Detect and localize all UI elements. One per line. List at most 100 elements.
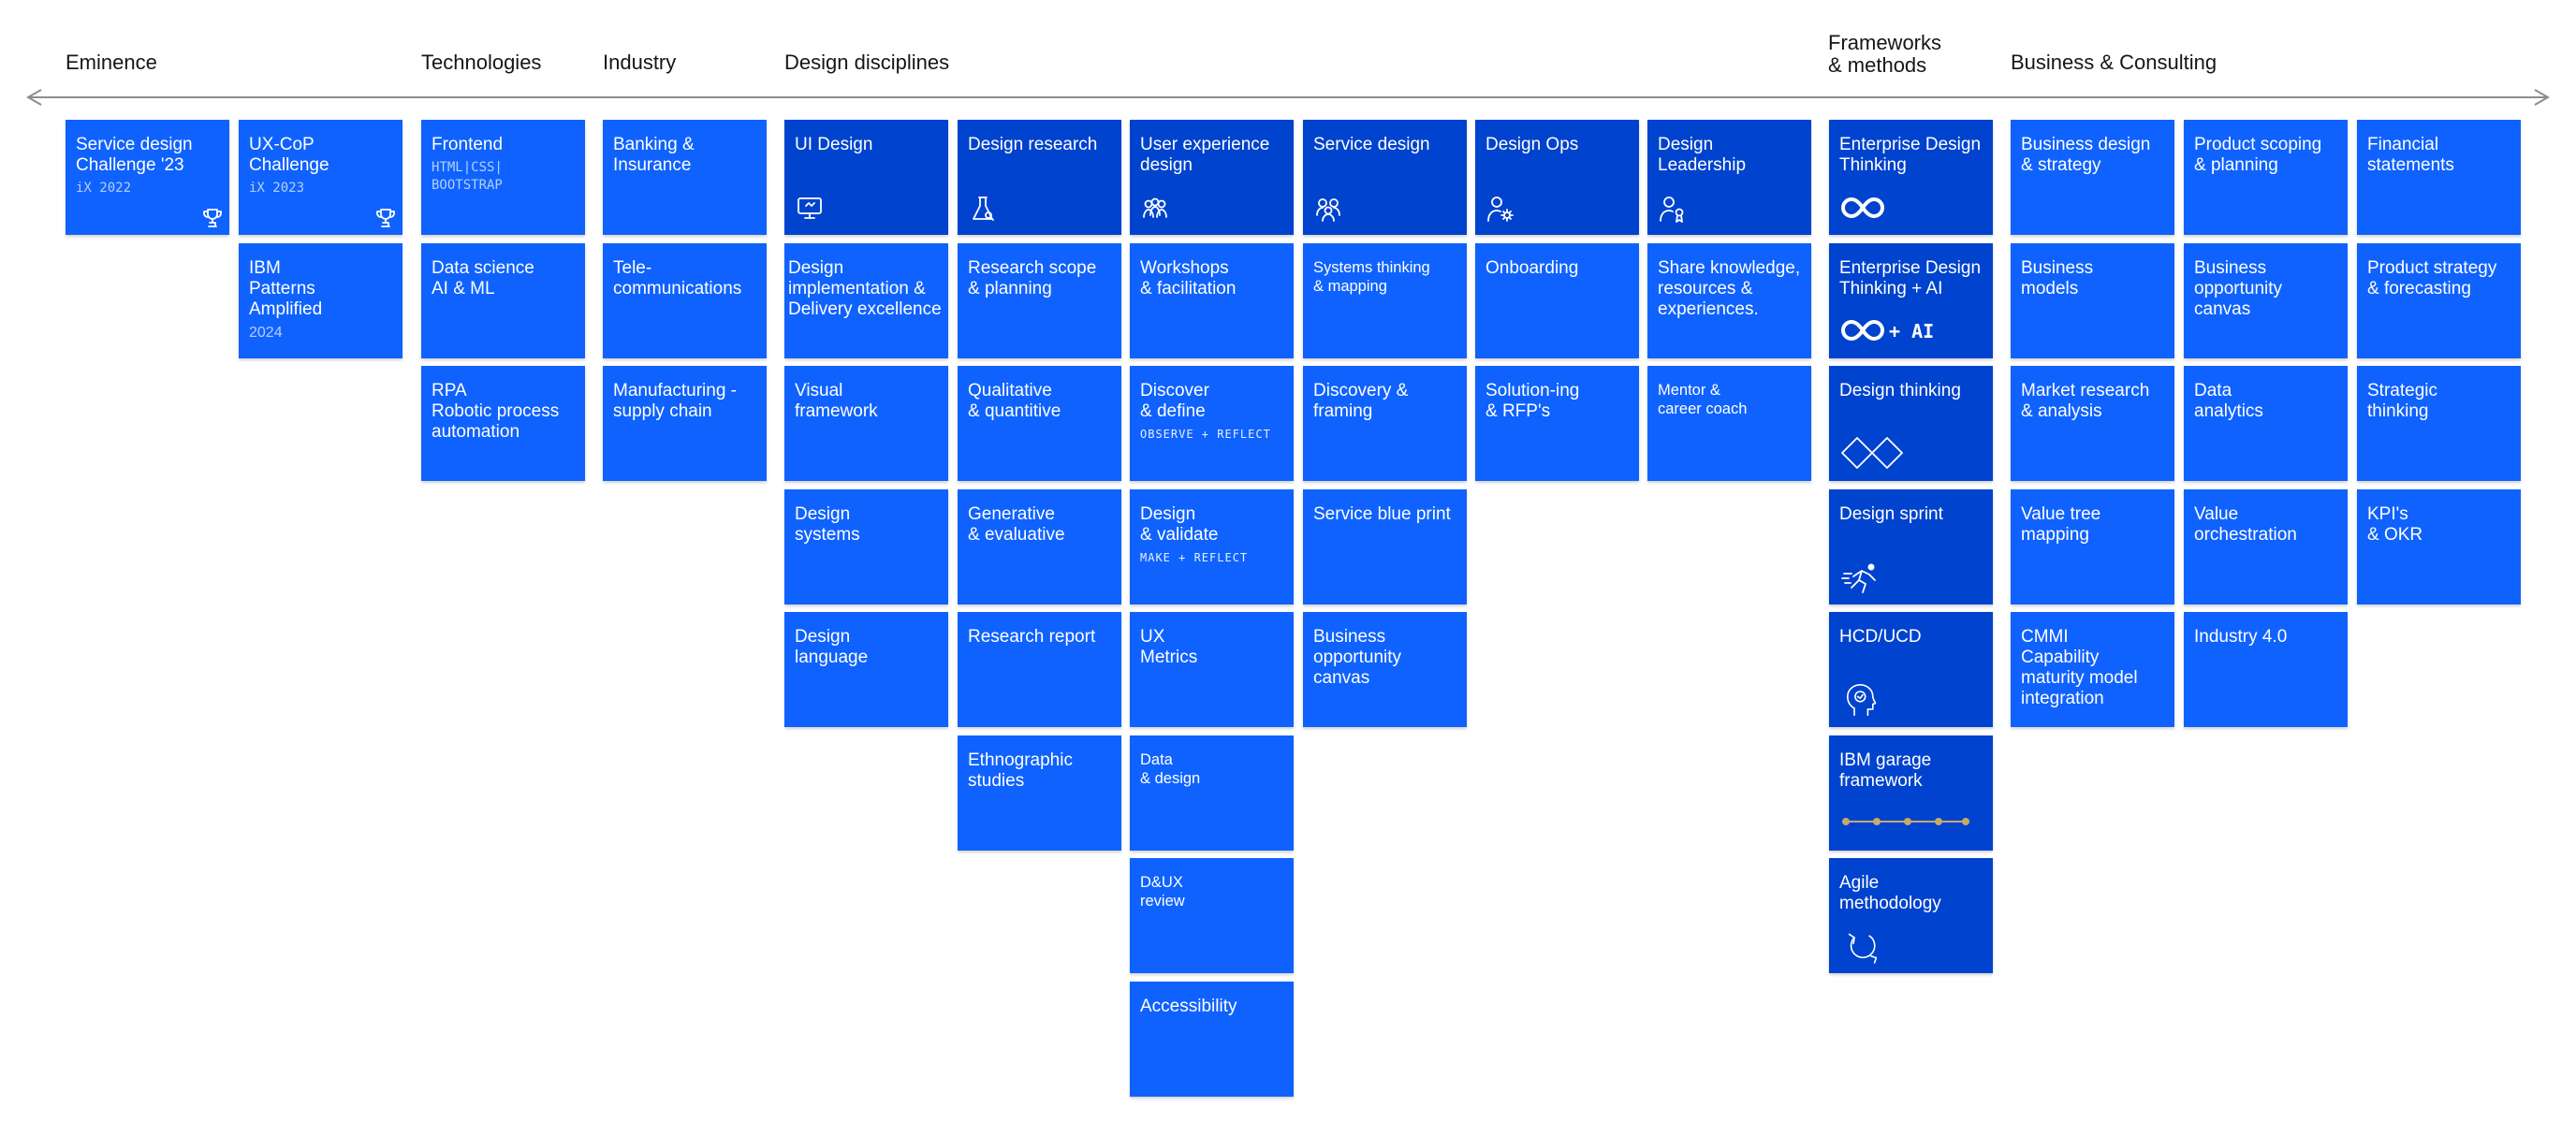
capability-tile[interactable]: Value orchestration bbox=[2184, 489, 2348, 604]
capability-tile[interactable]: Enterprise Design Thinking + AI+ AI bbox=[1829, 243, 1993, 358]
capability-tile[interactable]: Ethnographic studies bbox=[958, 735, 1121, 851]
tile-label: UX-CoP Challenge bbox=[249, 135, 329, 175]
capability-tile[interactable]: Enterprise Design Thinking bbox=[1829, 120, 1993, 235]
tile-label: Systems thinking & mapping bbox=[1313, 259, 1430, 295]
capability-tile[interactable]: Industry 4.0 bbox=[2184, 612, 2348, 727]
capability-tile[interactable]: D&UX review bbox=[1130, 858, 1294, 973]
capability-tile[interactable]: Systems thinking & mapping bbox=[1303, 243, 1467, 358]
tile-label: Research report bbox=[968, 627, 1096, 647]
capability-tile[interactable]: Service blue print bbox=[1303, 489, 1467, 604]
capability-tile[interactable]: CMMI Capability maturity model integrati… bbox=[2011, 612, 2174, 727]
capability-tile[interactable]: RPA Robotic process automation bbox=[421, 366, 585, 481]
capability-tile[interactable]: Design sprint bbox=[1829, 489, 1993, 604]
infinity-icon bbox=[1840, 191, 1885, 225]
capability-tile[interactable]: Tele- communications bbox=[603, 243, 767, 358]
capability-tile[interactable]: Data analytics bbox=[2184, 366, 2348, 481]
capability-tile[interactable]: Design Leadership bbox=[1647, 120, 1811, 235]
capability-tile[interactable]: UI Design bbox=[784, 120, 948, 235]
capability-tile[interactable]: Solution-ing & RFP's bbox=[1475, 366, 1639, 481]
cycle-icon bbox=[1840, 929, 1885, 964]
capability-tile[interactable]: IBM garage framework bbox=[1829, 735, 1993, 851]
capability-tile[interactable]: Onboarding bbox=[1475, 243, 1639, 358]
capability-tile[interactable]: Banking & Insurance bbox=[603, 120, 767, 235]
tile-label: Banking & Insurance bbox=[613, 135, 695, 175]
tile-label: Product strategy & forecasting bbox=[2367, 258, 2497, 298]
capability-tile[interactable]: Value tree mapping bbox=[2011, 489, 2174, 604]
capability-tile[interactable]: Financial statements bbox=[2357, 120, 2521, 235]
tile-label: Accessibility bbox=[1140, 997, 1237, 1016]
tile-label: Manufacturing - supply chain bbox=[613, 381, 738, 421]
capability-tile[interactable]: Business opportunity canvas bbox=[1303, 612, 1467, 727]
sprint-icon bbox=[1840, 560, 1885, 594]
capability-tile[interactable]: Visual framework bbox=[784, 366, 948, 481]
capability-tile[interactable]: Generative & evaluative bbox=[958, 489, 1121, 604]
tile-label: Value tree mapping bbox=[2021, 504, 2101, 545]
tile-label: Service design bbox=[1313, 135, 1430, 154]
timeline-icon bbox=[1840, 812, 1971, 831]
capability-tile[interactable]: Product strategy & forecasting bbox=[2357, 243, 2521, 358]
header-eminence: Eminence bbox=[66, 51, 157, 74]
capability-tile[interactable]: Share knowledge, resources & experiences… bbox=[1647, 243, 1811, 358]
tile-label: Design implementation & Delivery excelle… bbox=[788, 258, 942, 319]
tile-sublabel: iX 2022 bbox=[76, 181, 132, 196]
capability-tile[interactable]: Service design bbox=[1303, 120, 1467, 235]
capability-tile[interactable]: Product scoping & planning bbox=[2184, 120, 2348, 235]
capability-tile[interactable]: Agile methodology bbox=[1829, 858, 1993, 973]
capability-tile[interactable]: Accessibility bbox=[1130, 982, 1294, 1097]
tile-label: Business opportunity canvas bbox=[2194, 258, 2283, 319]
tile-label: Data & design bbox=[1140, 751, 1201, 787]
tile-label: KPI's & OKR bbox=[2367, 504, 2423, 545]
tile-label: Service blue print bbox=[1313, 504, 1451, 524]
capability-tile[interactable]: Qualitative & quantitive bbox=[958, 366, 1121, 481]
capability-tile[interactable]: Research scope & planning bbox=[958, 243, 1121, 358]
tile-label: Data science AI & ML bbox=[432, 258, 534, 298]
capability-tile[interactable]: Data & design bbox=[1130, 735, 1294, 851]
capability-tile[interactable]: Design language bbox=[784, 612, 948, 727]
tile-label: Market research & analysis bbox=[2021, 381, 2150, 421]
capability-tile[interactable]: Research report bbox=[958, 612, 1121, 727]
header-industry: Industry bbox=[603, 51, 677, 74]
tile-sublabel: HTML|CSS| BOOTSTRAP bbox=[432, 160, 503, 193]
capability-tile[interactable]: Design Ops bbox=[1475, 120, 1639, 235]
capability-tile[interactable]: KPI's & OKR bbox=[2357, 489, 2521, 604]
capability-tile[interactable]: Manufacturing - supply chain bbox=[603, 366, 767, 481]
capability-tile[interactable]: Design thinking bbox=[1829, 366, 1993, 481]
header-frameworks: Frameworks & methods bbox=[1828, 31, 1942, 77]
capability-tile[interactable]: Design implementation & Delivery excelle… bbox=[784, 243, 948, 358]
tile-label: Business opportunity canvas bbox=[1313, 627, 1402, 688]
tile-label: Design & validate bbox=[1140, 504, 1219, 545]
flask-icon bbox=[969, 195, 997, 223]
capability-tile[interactable]: Design research bbox=[958, 120, 1121, 235]
tile-label: D&UX review bbox=[1140, 874, 1185, 910]
capability-tile[interactable]: Strategic thinking bbox=[2357, 366, 2521, 481]
tile-label: Product scoping & planning bbox=[2194, 135, 2322, 175]
tile-label: Design thinking bbox=[1839, 381, 1961, 400]
tile-label: CMMI Capability maturity model integrati… bbox=[2021, 627, 2138, 708]
capability-tile[interactable]: Workshops & facilitation bbox=[1130, 243, 1294, 358]
diamonds-icon bbox=[1840, 434, 1934, 472]
capability-tile[interactable]: UX Metrics bbox=[1130, 612, 1294, 727]
capability-tile[interactable]: Design systems bbox=[784, 489, 948, 604]
header-business-consulting: Business & Consulting bbox=[2011, 51, 2217, 74]
capability-tile[interactable]: Business opportunity canvas bbox=[2184, 243, 2348, 358]
capability-tile[interactable]: HCD/UCD bbox=[1829, 612, 1993, 727]
tile-label: Onboarding bbox=[1486, 258, 1579, 278]
capability-tile[interactable]: Business models bbox=[2011, 243, 2174, 358]
capability-tile[interactable]: Market research & analysis bbox=[2011, 366, 2174, 481]
tile-label: Design research bbox=[968, 135, 1098, 154]
capability-tile[interactable]: Discovery & framing bbox=[1303, 366, 1467, 481]
head-icon bbox=[1840, 683, 1885, 717]
capability-tile[interactable]: Business design & strategy bbox=[2011, 120, 2174, 235]
tile-label: Value orchestration bbox=[2194, 504, 2297, 545]
capability-tile[interactable]: Data science AI & ML bbox=[421, 243, 585, 358]
tile-label: Data analytics bbox=[2194, 381, 2263, 421]
tile-label: Strategic thinking bbox=[2367, 381, 2437, 421]
capability-tile[interactable]: User experience design bbox=[1130, 120, 1294, 235]
capability-tile[interactable]: Mentor & career coach bbox=[1647, 366, 1811, 481]
